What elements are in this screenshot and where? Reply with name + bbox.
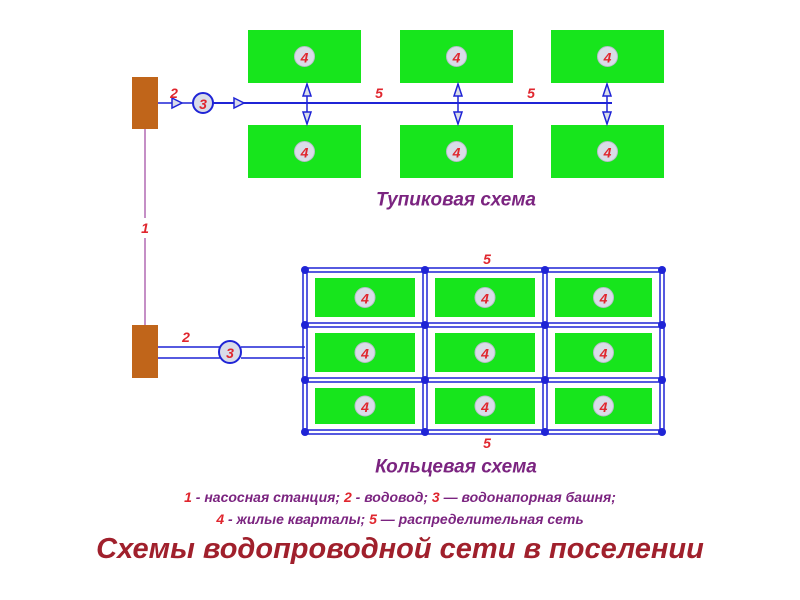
ring-distribution-label-1: 5 [483,251,491,267]
dead-end-title: Тупиковая схема [376,190,536,211]
dead-end-water-tower-label: 3 [199,96,207,112]
legend-text-distribution: — распределительная сеть [376,511,584,527]
dead-end-branch-2-head-down [452,111,464,127]
main-title: Схемы водопроводной сети в поселении [96,533,704,565]
legend-num-5: 5 [369,511,377,527]
ring-node-r3-c2 [421,376,429,384]
dead-end-branch-1-head-down [301,111,313,127]
ring-node-r2-c2 [421,321,429,329]
legend-text-water-tower: — водонапорная башня; [439,489,616,505]
dead-end-block-bottom-1-circle [294,141,315,162]
legend-text-water-main: - водовод; [351,489,432,505]
legend-num-2: 2 [343,489,352,505]
ring-title: Кольцевая схема [375,457,537,478]
ring-water-tower [218,340,242,364]
pump-station-bottom [132,325,158,378]
ring-node-r1-c1 [301,266,309,274]
dead-end-flow-arrow-2 [233,96,246,110]
station-link-label: 1 [141,220,149,236]
dead-end-distribution-label-1: 5 [375,85,383,101]
ring-pipe-label: 2 [181,329,190,345]
legend-text-residential: - жилые кварталы; [224,511,370,527]
dead-end-branch-3-head-up [601,81,613,97]
ring-node-r4-c1 [301,428,309,436]
legend-line-2: 4 - жилые кварталы; 5 — распределительна… [0,511,800,527]
ring-block-r1-c1-label: 4 [360,291,369,307]
dead-end-flow-arrow-1 [171,96,184,110]
dead-end-branch-3-head-down [601,111,613,127]
dead-end-block-bottom-2-circle [446,141,467,162]
legend-num-1: 1 [184,489,192,505]
ring-node-r4-c4 [658,428,666,436]
ring-block-r2-c3-circle [593,342,614,363]
ring-node-r2-c4 [658,321,666,329]
legend-line-1: 1 - насосная станция; 2 - водовод; 3 — в… [0,489,800,505]
ring-node-r2-c3 [541,321,549,329]
ring-block-r2-c2-label: 4 [480,346,489,362]
ring-water-tower-label: 3 [226,345,234,361]
legend-num-4: 4 [216,511,225,527]
dead-end-block-top-1-label: 4 [300,50,309,66]
legend-num-3: 3 [431,489,440,505]
dead-end-distribution-label-2: 5 [527,85,535,101]
ring-block-r3-c3-circle [593,395,614,417]
ring-block-r1-c3-circle [593,287,614,308]
ring-block-r2-c3-label: 4 [599,346,608,362]
ring-block-r2-c2-circle [474,342,496,363]
station-link-gap [138,218,152,238]
ring-node-r2-c1 [301,321,309,329]
dead-end-block-bottom-2-label: 4 [452,145,461,161]
dead-end-block-bottom-1-label: 4 [300,145,309,161]
dead-end-block-top-3-circle [597,46,618,67]
ring-distribution-label-2: 5 [483,435,491,451]
ring-node-r1-c3 [541,266,549,274]
ring-block-r3-c3-label: 4 [599,399,608,415]
ring-block-r1-c1-circle [354,287,376,308]
ring-block-r3-c1-label: 4 [360,399,369,415]
ring-block-r3-c1-circle [354,395,376,417]
dead-end-branch-2-head-up [452,81,464,97]
ring-block-r1-c3-label: 4 [599,291,608,307]
dead-end-block-top-3-label: 4 [603,50,612,66]
ring-node-r4-c2 [421,428,429,436]
dead-end-branch-1-head-up [301,81,313,97]
ring-block-r2-c1-label: 4 [360,346,369,362]
ring-node-r4-c3 [541,428,549,436]
legend-text-pump-station: - насосная станция; [191,489,344,505]
ring-block-r3-c2-label: 4 [480,399,489,415]
ring-block-r1-c2-label: 4 [480,291,489,307]
ring-block-r2-c1-circle [354,342,376,363]
dead-end-block-bottom-3-circle [597,141,618,162]
ring-node-r1-c4 [658,266,666,274]
pump-station-top [132,77,158,129]
ring-node-r3-c1 [301,376,309,384]
dead-end-block-top-1-circle [294,46,315,67]
dead-end-pipe-label: 2 [169,85,178,101]
ring-block-r1-c2-circle [474,287,496,308]
ring-node-r1-c2 [421,266,429,274]
ring-block-r3-c2-circle [474,395,496,417]
dead-end-block-bottom-3-label: 4 [603,145,612,161]
dead-end-block-top-2-circle [446,46,467,67]
dead-end-block-top-2-label: 4 [452,50,461,66]
ring-node-r3-c3 [541,376,549,384]
ring-node-r3-c4 [658,376,666,384]
